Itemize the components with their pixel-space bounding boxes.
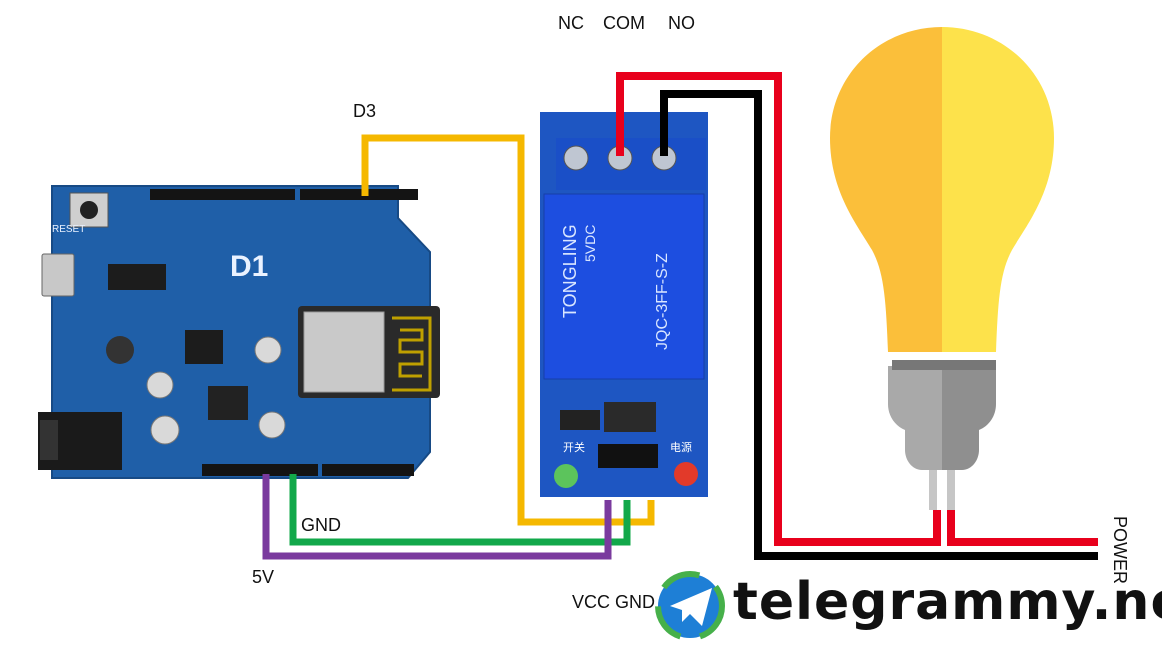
five-volt-label: 5V — [252, 567, 275, 587]
relay-power-label: 电源 — [670, 442, 692, 454]
relay-brand: TONGLING — [560, 224, 580, 318]
ground-wire — [289, 474, 631, 546]
no-black-wire — [660, 90, 1098, 560]
gnd-wire-label: GND — [301, 515, 341, 535]
d1-wifi-board — [38, 185, 440, 479]
watermark-text: telegrammy.net — [733, 572, 1162, 632]
relay-voltage: 5VDC — [582, 224, 598, 262]
com-red-wire — [616, 72, 941, 546]
five-volt-wire — [262, 474, 612, 560]
nc-terminal-label: NC — [558, 13, 584, 33]
relay-module — [540, 112, 708, 497]
d3-wire-label: D3 — [353, 101, 377, 121]
relay-switch-label: 开关 — [563, 442, 585, 454]
relay-part-number: JQC-3FF-S-Z — [654, 253, 671, 350]
board-reset-label: RESET — [52, 224, 86, 235]
vcc-gnd-label: VCC GND — [572, 592, 656, 612]
power-red-wire — [947, 510, 1098, 546]
no-terminal-label: NO — [668, 13, 695, 33]
light-bulb — [830, 27, 1054, 510]
board-model-label: D1 — [230, 250, 269, 283]
d3-signal-wire — [361, 134, 655, 526]
wires — [262, 72, 1098, 560]
telegram-icon — [655, 571, 725, 641]
com-terminal-label: COM — [603, 13, 645, 33]
